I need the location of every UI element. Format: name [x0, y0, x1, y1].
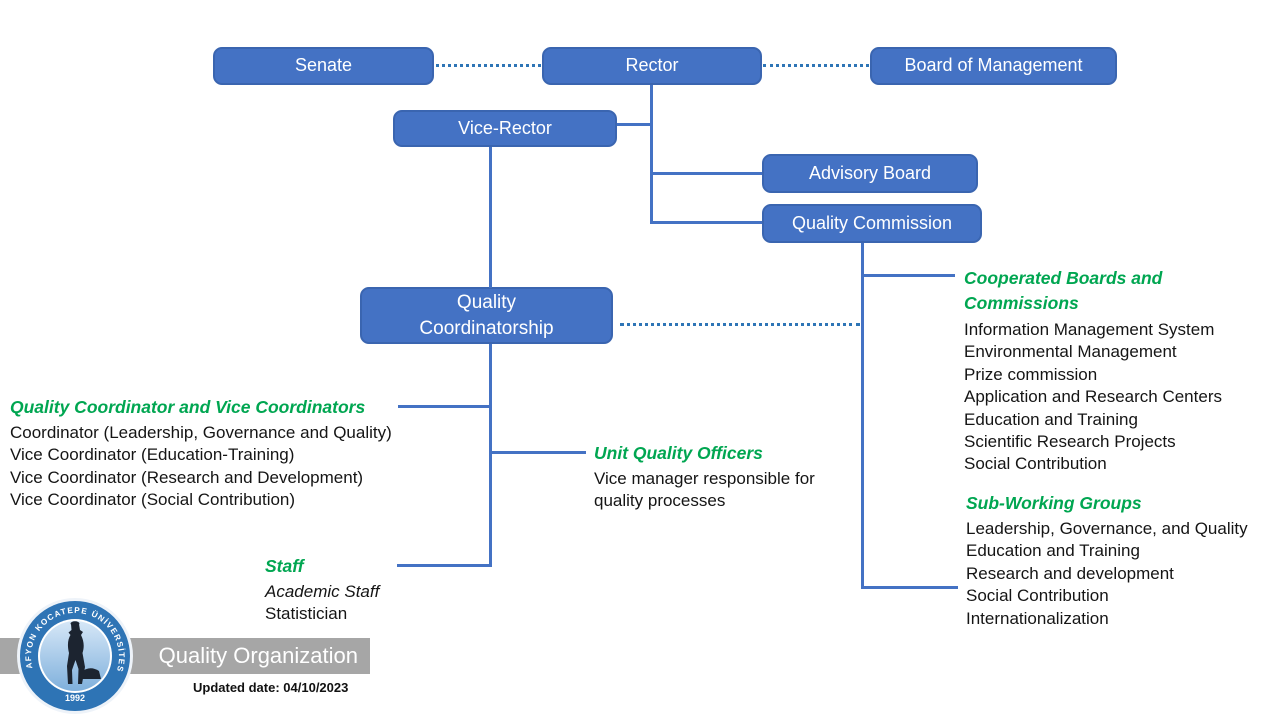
quality-commission-box: Quality Commission: [762, 204, 982, 243]
advisory-board-box: Advisory Board: [762, 154, 978, 193]
unit-quality-officers-group: Unit Quality Officers Vice manager respo…: [594, 443, 829, 512]
list-item: Vice Coordinator (Education-Training): [10, 445, 295, 465]
page-title: Quality Organization: [158, 643, 358, 668]
quality-commission-label: Quality Commission: [791, 212, 953, 233]
connector-senate-rector-dotted: [436, 64, 541, 67]
list-item: Prize commission: [964, 364, 1098, 384]
vice-rector-box: Vice-Rector: [393, 110, 617, 147]
ataturk-statue-silhouette: [67, 621, 101, 684]
connector-advisory-branch: [652, 172, 762, 175]
list-item: Leadership, Governance, and Quality: [966, 519, 1248, 538]
staff-heading: Staff: [265, 556, 304, 576]
connector-unit-officers-branch: [491, 451, 586, 454]
list-item: Vice Coordinator (Research and Developme…: [10, 467, 364, 487]
list-item: Social Contribution: [966, 586, 1109, 606]
university-logo: AFYON KOCATEPE ÜNİVERSİTESİ 1992: [15, 596, 133, 714]
connector-staff-branch: [397, 564, 492, 567]
rector-box: Rector: [542, 47, 762, 85]
connector-subworking-branch: [863, 586, 958, 589]
sub-working-groups-heading: Sub-Working Groups: [966, 493, 1142, 513]
coordinators-group: Quality Coordinator and Vice Coordinator…: [10, 397, 392, 512]
updated-date: Updated date: 04/10/2023: [193, 680, 349, 695]
list-item: Academic Staff: [265, 582, 380, 601]
list-item: Education and Training: [964, 409, 1138, 429]
advisory-board-label: Advisory Board: [808, 162, 932, 183]
list-item: Social Contribution: [964, 454, 1107, 474]
connector-vice-rector-branch: [617, 123, 652, 126]
cooperated-boards-group: Cooperated Boards and Commissions Inform…: [964, 266, 1234, 476]
cooperated-boards-heading: Cooperated Boards and Commissions: [964, 268, 1163, 313]
board-of-management-label: Board of Management: [904, 55, 1083, 76]
unit-quality-officers-description: Vice manager responsible for quality pro…: [594, 469, 815, 510]
board-of-management-box: Board of Management: [870, 47, 1117, 85]
list-item: Scientific Research Projects: [964, 432, 1176, 452]
logo-year: 1992: [65, 693, 85, 703]
list-item: Research and development: [966, 563, 1174, 583]
list-item: Internationalization: [966, 608, 1109, 628]
list-item: Application and Research Centers: [964, 387, 1222, 407]
list-item: Statistician: [265, 604, 348, 624]
coordinators-heading: Quality Coordinator and Vice Coordinator…: [10, 397, 366, 417]
list-item: Environmental Management: [964, 342, 1177, 362]
rector-label: Rector: [625, 55, 679, 76]
connector-rector-vertical: [650, 85, 653, 224]
senate-box: Senate: [213, 47, 434, 85]
connector-coordinatorship-down: [489, 344, 492, 567]
list-item: Education and Training: [966, 541, 1140, 561]
connector-cooperated-branch: [863, 274, 955, 277]
connector-rector-board-dotted: [763, 64, 869, 67]
connector-commission-branch: [652, 221, 762, 224]
unit-quality-officers-heading: Unit Quality Officers: [594, 443, 763, 463]
senate-label: Senate: [294, 55, 353, 76]
connector-vicerector-coordinatorship: [489, 147, 492, 288]
quality-coordinatorship-label: Quality Coordinatorship: [419, 291, 554, 339]
list-item: Information Management System: [964, 320, 1215, 339]
list-item: Vice Coordinator (Social Contribution): [10, 490, 296, 510]
sub-working-groups-group: Sub-Working Groups Leadership, Governanc…: [966, 493, 1248, 630]
staff-group: Staff Academic Staff Statistician: [265, 556, 379, 626]
connector-coordinators-branch: [398, 405, 490, 408]
connector-coordinatorship-commission-dotted: [620, 323, 860, 326]
connector-commission-vertical: [861, 243, 864, 589]
vice-rector-label: Vice-Rector: [458, 117, 552, 138]
list-item: Coordinator (Leadership, Governance and …: [10, 423, 392, 442]
quality-coordinatorship-box: Quality Coordinatorship: [360, 287, 613, 344]
